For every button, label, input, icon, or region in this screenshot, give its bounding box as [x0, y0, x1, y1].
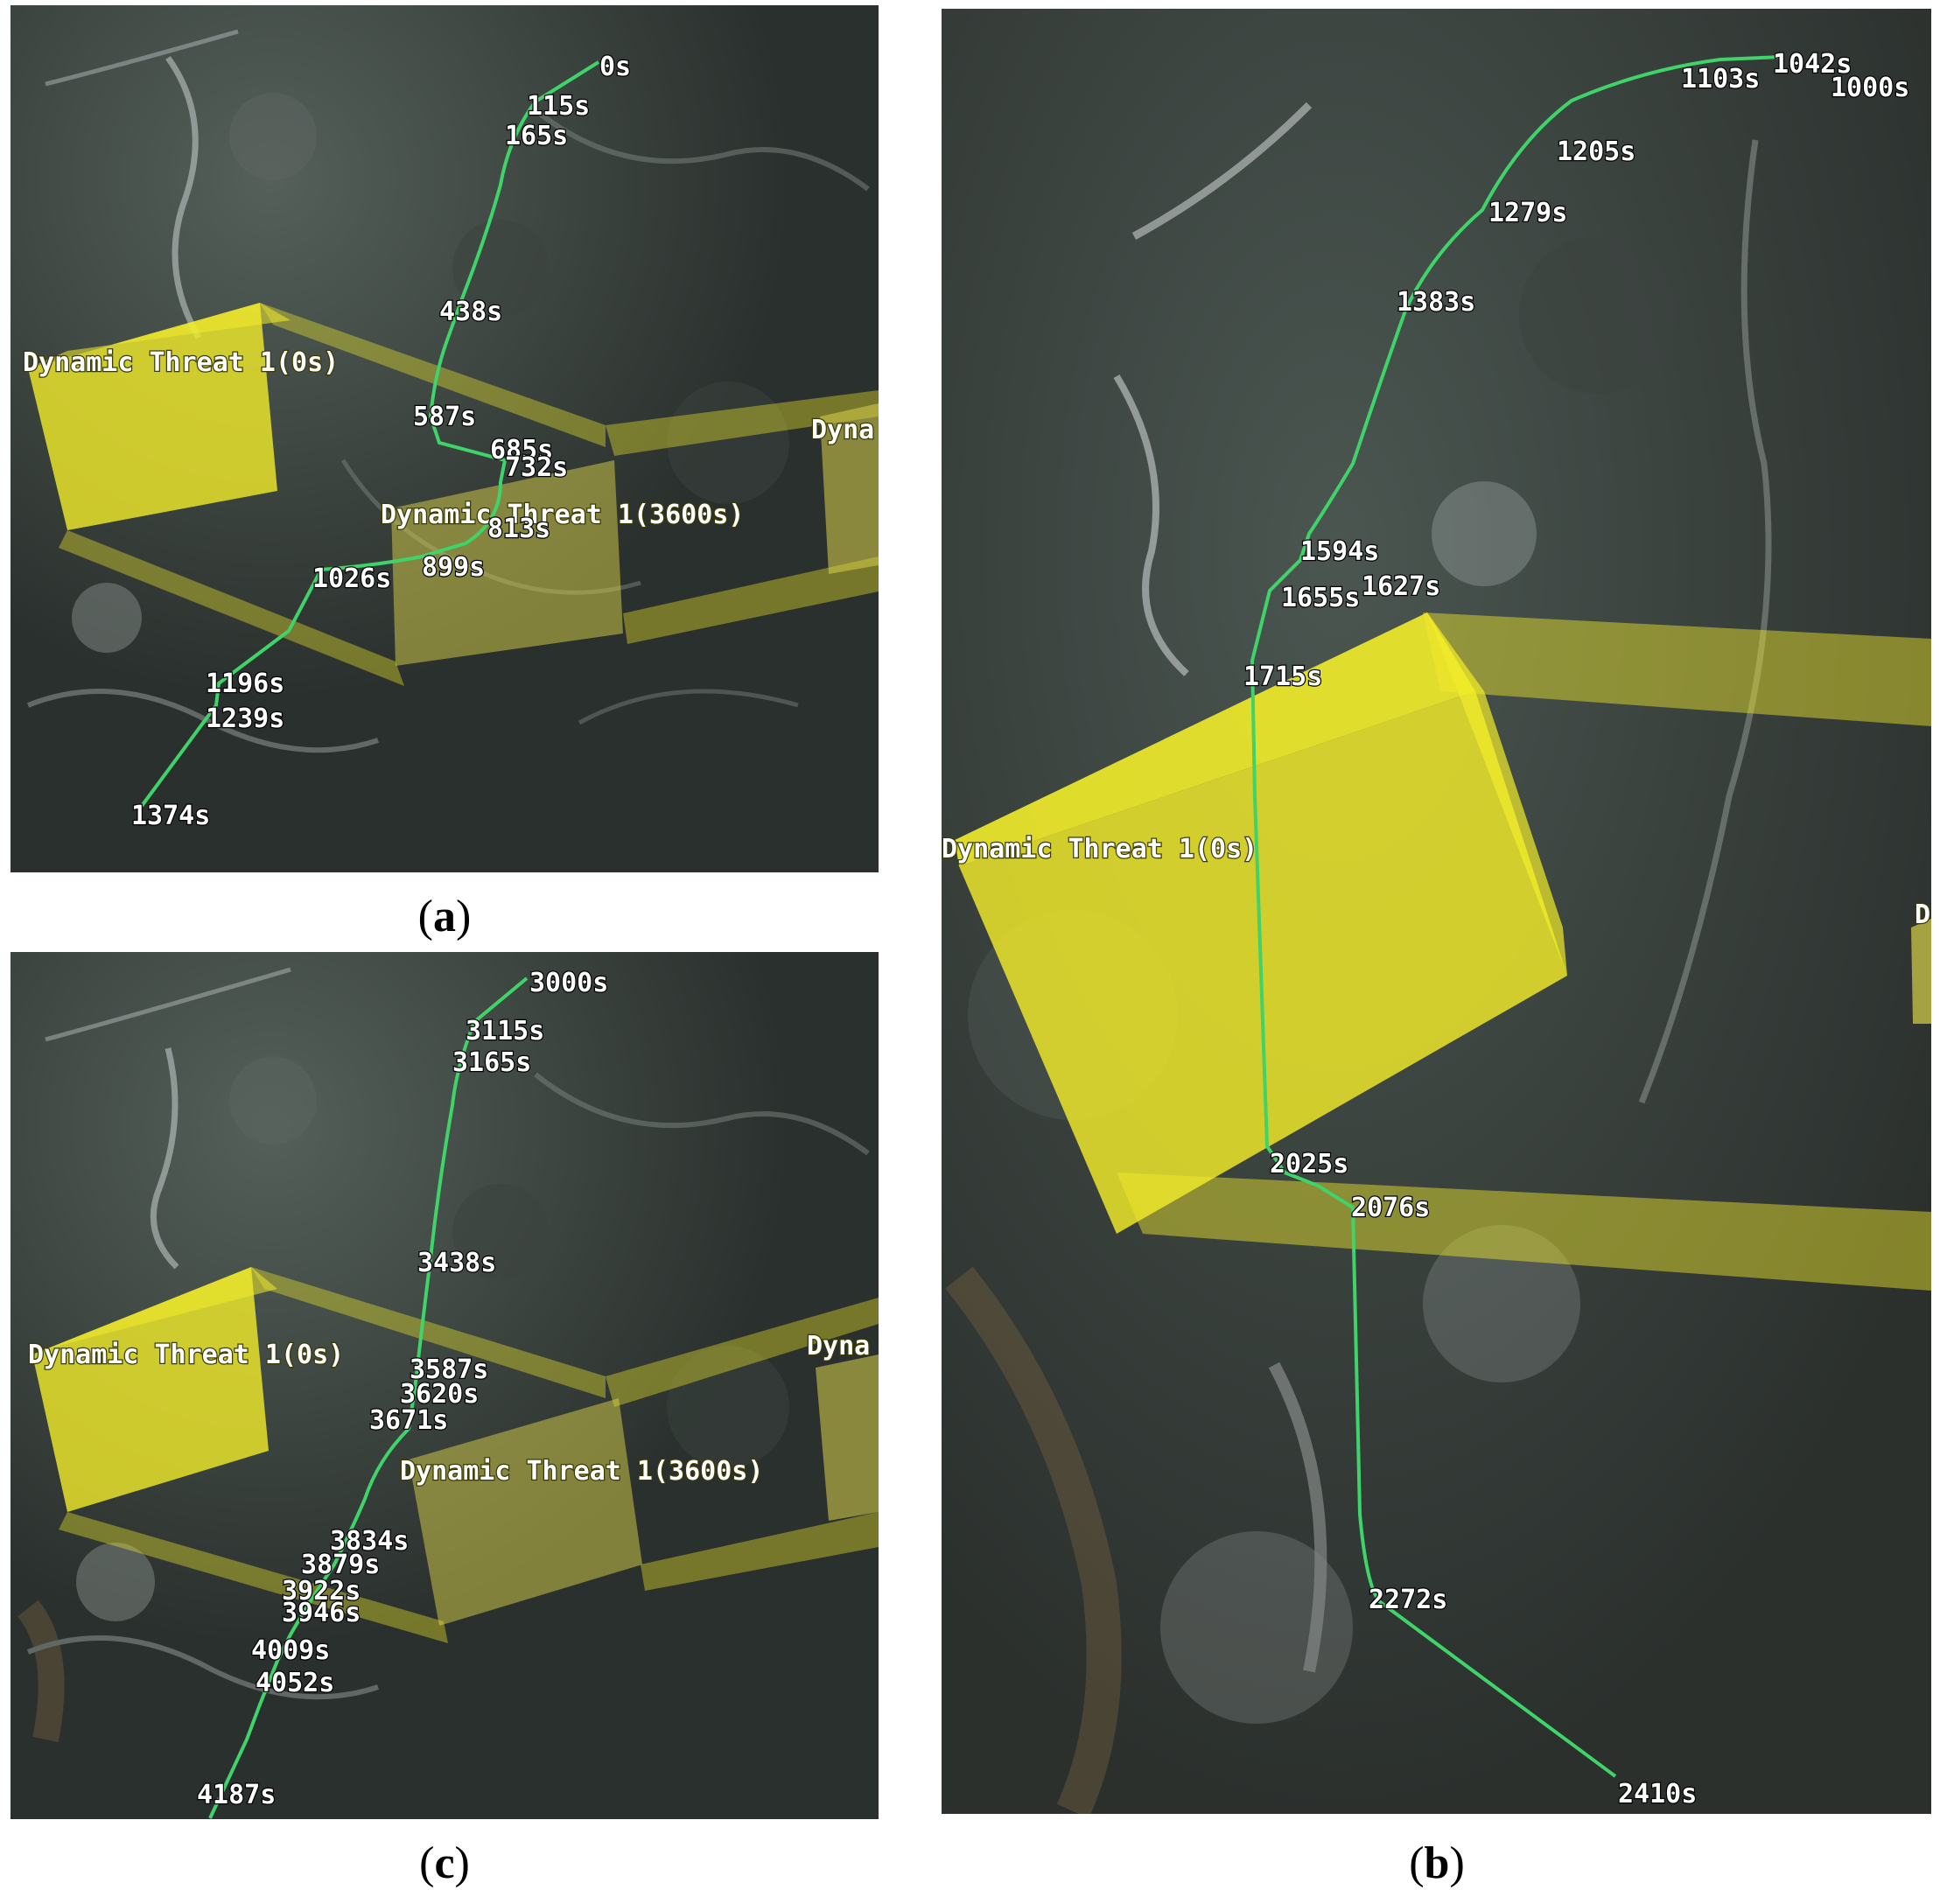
- flight-route: [208, 976, 529, 1819]
- waypoint-label: 4187s: [197, 1780, 276, 1810]
- waypoint-label: 165s: [505, 121, 568, 151]
- terrain-texture: [17, 967, 870, 1742]
- waypoint-label: 4052s: [256, 1668, 334, 1698]
- waypoint-label: 1594s: [1300, 536, 1379, 567]
- dynamic-threat-zone-far: [820, 403, 879, 574]
- dynamic-threat-zone-0s: [955, 612, 1567, 1234]
- waypoint-label: 3946s: [282, 1598, 361, 1628]
- waypoint-label: 2076s: [1351, 1193, 1430, 1223]
- caption-b: (b): [1409, 1838, 1465, 1888]
- threat-corridor: [59, 1267, 879, 1643]
- threat-label-3600s: Dynamic Threat 1(3600s): [400, 1456, 763, 1487]
- waypoint-label: 899s: [422, 552, 485, 583]
- flight-route: [140, 60, 600, 808]
- waypoint-label: 2272s: [1369, 1585, 1447, 1615]
- waypoint-label: 685s: [490, 435, 553, 466]
- map-panel-a[interactable]: Dynamic Threat 1(0s) Dynamic Threat 1(36…: [11, 5, 879, 872]
- waypoint-label: 3000s: [529, 968, 608, 998]
- threat-corridor: [1117, 612, 1931, 1291]
- threat-label-far: Dyna: [811, 415, 874, 445]
- waypoint-label: 1000s: [1831, 73, 1909, 103]
- map-view-b: Dynamic Threat 1(0s) D 1000s 1042s 1103s…: [942, 9, 1931, 1814]
- dynamic-threat-zone-3600s: [409, 1398, 642, 1626]
- waypoint-label: 1655s: [1281, 583, 1360, 613]
- dynamic-threat-zone-3600s: [391, 460, 623, 666]
- threat-label-0s: Dynamic Threat 1(0s): [28, 1340, 344, 1370]
- waypoint-label: 0s: [599, 52, 631, 82]
- flight-route: [1250, 55, 1782, 1778]
- waypoint-label: 115s: [527, 91, 590, 122]
- dynamic-threat-zone-far: [816, 1354, 879, 1521]
- waypoint-label: 3671s: [369, 1405, 448, 1436]
- waypoint-label: 3115s: [466, 1016, 544, 1046]
- waypoint-label: 438s: [439, 297, 502, 327]
- waypoint-label: 1239s: [206, 704, 284, 734]
- dynamic-threat-zone-far: [1911, 919, 1931, 1024]
- waypoint-label: 1205s: [1557, 136, 1635, 167]
- waypoint-label: 2025s: [1270, 1149, 1348, 1180]
- map-panel-b[interactable]: Dynamic Threat 1(0s) D 1000s 1042s 1103s…: [942, 9, 1931, 1814]
- waypoint-label: 813s: [487, 514, 550, 544]
- terrain-texture: [26, 29, 870, 753]
- waypoint-label: 1715s: [1243, 662, 1322, 692]
- waypoint-label: 1103s: [1681, 64, 1760, 94]
- waypoint-label: 1196s: [206, 668, 284, 699]
- waypoint-label: 1374s: [131, 801, 210, 831]
- waypoint-label: 1279s: [1488, 198, 1567, 228]
- threat-label-far: D: [1915, 900, 1930, 930]
- waypoint-label: 587s: [413, 402, 476, 432]
- waypoint-label: 1627s: [1362, 571, 1440, 602]
- threat-label-0s: Dynamic Threat 1(0s): [942, 834, 1257, 864]
- dynamic-threat-zone-0s: [32, 1267, 277, 1512]
- threat-corridor: [59, 303, 879, 686]
- threat-label-3600s: Dynamic Threat 1(3600s): [381, 500, 744, 530]
- caption-a: (a): [417, 892, 472, 942]
- waypoint-label: 3922s: [282, 1576, 361, 1606]
- threat-label-far: Dyna: [807, 1331, 870, 1362]
- waypoint-label: 3438s: [417, 1248, 496, 1278]
- waypoint-label: 1026s: [312, 564, 391, 594]
- waypoint-label: 4009s: [251, 1635, 330, 1666]
- waypoint-label: 3620s: [400, 1379, 479, 1410]
- caption-c: (c): [419, 1838, 470, 1888]
- threat-label-0s: Dynamic Threat 1(0s): [23, 347, 339, 378]
- waypoint-label: 2410s: [1618, 1779, 1697, 1810]
- waypoint-label: 3834s: [330, 1526, 409, 1557]
- waypoint-label: 3879s: [301, 1550, 380, 1580]
- map-panel-c[interactable]: Dynamic Threat 1(0s) Dynamic Threat 1(36…: [11, 952, 879, 1819]
- map-view-c: Dynamic Threat 1(0s) Dynamic Threat 1(36…: [11, 952, 879, 1819]
- dynamic-threat-zone-0s: [28, 303, 291, 530]
- waypoint-label: 3587s: [410, 1354, 488, 1385]
- waypoint-label: 1042s: [1773, 49, 1852, 80]
- waypoint-label: 732s: [505, 452, 568, 483]
- waypoint-label: 1383s: [1397, 287, 1475, 318]
- waypoint-label: 3165s: [452, 1047, 531, 1078]
- map-view-a: Dynamic Threat 1(0s) Dynamic Threat 1(36…: [11, 5, 879, 872]
